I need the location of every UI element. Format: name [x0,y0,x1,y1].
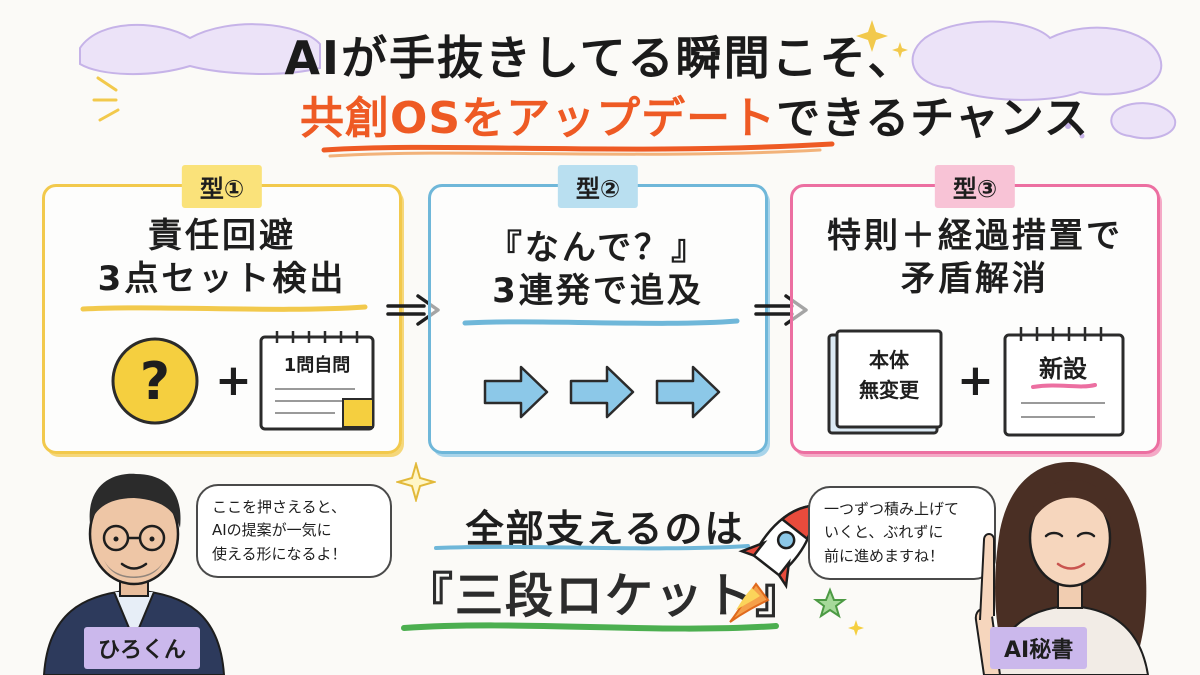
book-label-line-2: 無変更 [859,378,920,402]
step-3-title: 特則＋経過措置で 矛盾解消 [793,215,1157,300]
notebook-icon: 1問自問 [259,331,375,431]
step-1-plus: + [215,355,252,406]
title-line-1: AIが手抜きしてる瞬間こそ、 [284,31,916,85]
step-2-title-line-1: 『なんで？』 [487,228,709,268]
center-message-green-underline [401,622,779,632]
step-tag-1: 型① [181,165,263,208]
book-label-line-1: 本体 [869,348,910,372]
hirokun-speech-bubble: ここを押さえると、 AIの提案が一気に 使える形になるよ！ [196,484,392,578]
title-underline [321,141,835,158]
step-3-title-line-1: 特則＋経過措置で [827,216,1123,256]
title-accent: 共創OSをアップデート [300,93,777,144]
center-message-underline [434,544,750,551]
step-3-title-line-2: 矛盾解消 [901,258,1049,299]
hirokun-speech-line-3: 使える形になるよ！ [212,544,347,563]
title-line-2: 共創OSをアップデートできるチャンス [300,82,1150,146]
step-1-title-line-1: 責任回避 [148,216,296,256]
step-card-2: 型② 『なんで？』 3連発で追及 [428,165,768,454]
notebook-label: 1問自問 [284,354,351,376]
step-1-title-line-2: 3点セット検出 [97,258,347,299]
sparkle-icon [396,462,436,502]
step-tag-3: 型③ [934,165,1016,208]
hirokun-speech-line-1: ここを押さえると、 [212,498,346,516]
title-cloud-decoration [79,20,1177,140]
ai-secretary-speech-line-2: いくと、ぶれずに [824,523,944,542]
book-icon: 本体 無変更 [827,329,943,435]
step-tag-2: 型② [557,165,639,208]
title-rest: できるチャンス [776,93,1089,144]
ai-secretary-speech-line-3: 前に進めますね！ [824,546,945,565]
hirokun-speech-line-2: AIの提案が一気に [212,521,332,540]
step-2-title: 『なんで？』 3連発で追及 [431,227,765,312]
hirokun-name-tag: ひろくん [84,627,201,669]
ai-secretary-name-tag: AI秘書 [990,627,1088,669]
step-1-underline [80,304,368,312]
question-mark-icon: ? [111,337,199,425]
step-card-3: 型③ 特則＋経過措置で 矛盾解消 本体 無変更 + 新設 [790,165,1160,454]
step-2-title-line-2: 3連発で追及 [492,270,704,311]
step-card-1: 型① 責任回避 3点セット検出 ? + 1問自問 [42,165,402,454]
arrow-sequence-icon [483,365,721,419]
star-decoration-icon [813,587,864,636]
rocket-icon [729,504,815,623]
step-3-plus: + [957,355,994,406]
question-mark-glyph: ? [140,352,170,412]
step-2-underline [462,318,740,326]
center-message-line-1: 全部支えるのは [465,507,745,551]
ai-secretary-speech-line-1: 一つずつ積み上げて [824,500,960,518]
step-1-title: 責任回避 3点セット検出 [45,215,399,300]
ai-secretary-speech-bubble: 一つずつ積み上げて いくと、ぶれずに 前に進めますね！ [808,486,996,580]
new-notebook-label: 新設 [1039,355,1088,383]
new-notebook-icon: 新設 [1003,327,1125,437]
